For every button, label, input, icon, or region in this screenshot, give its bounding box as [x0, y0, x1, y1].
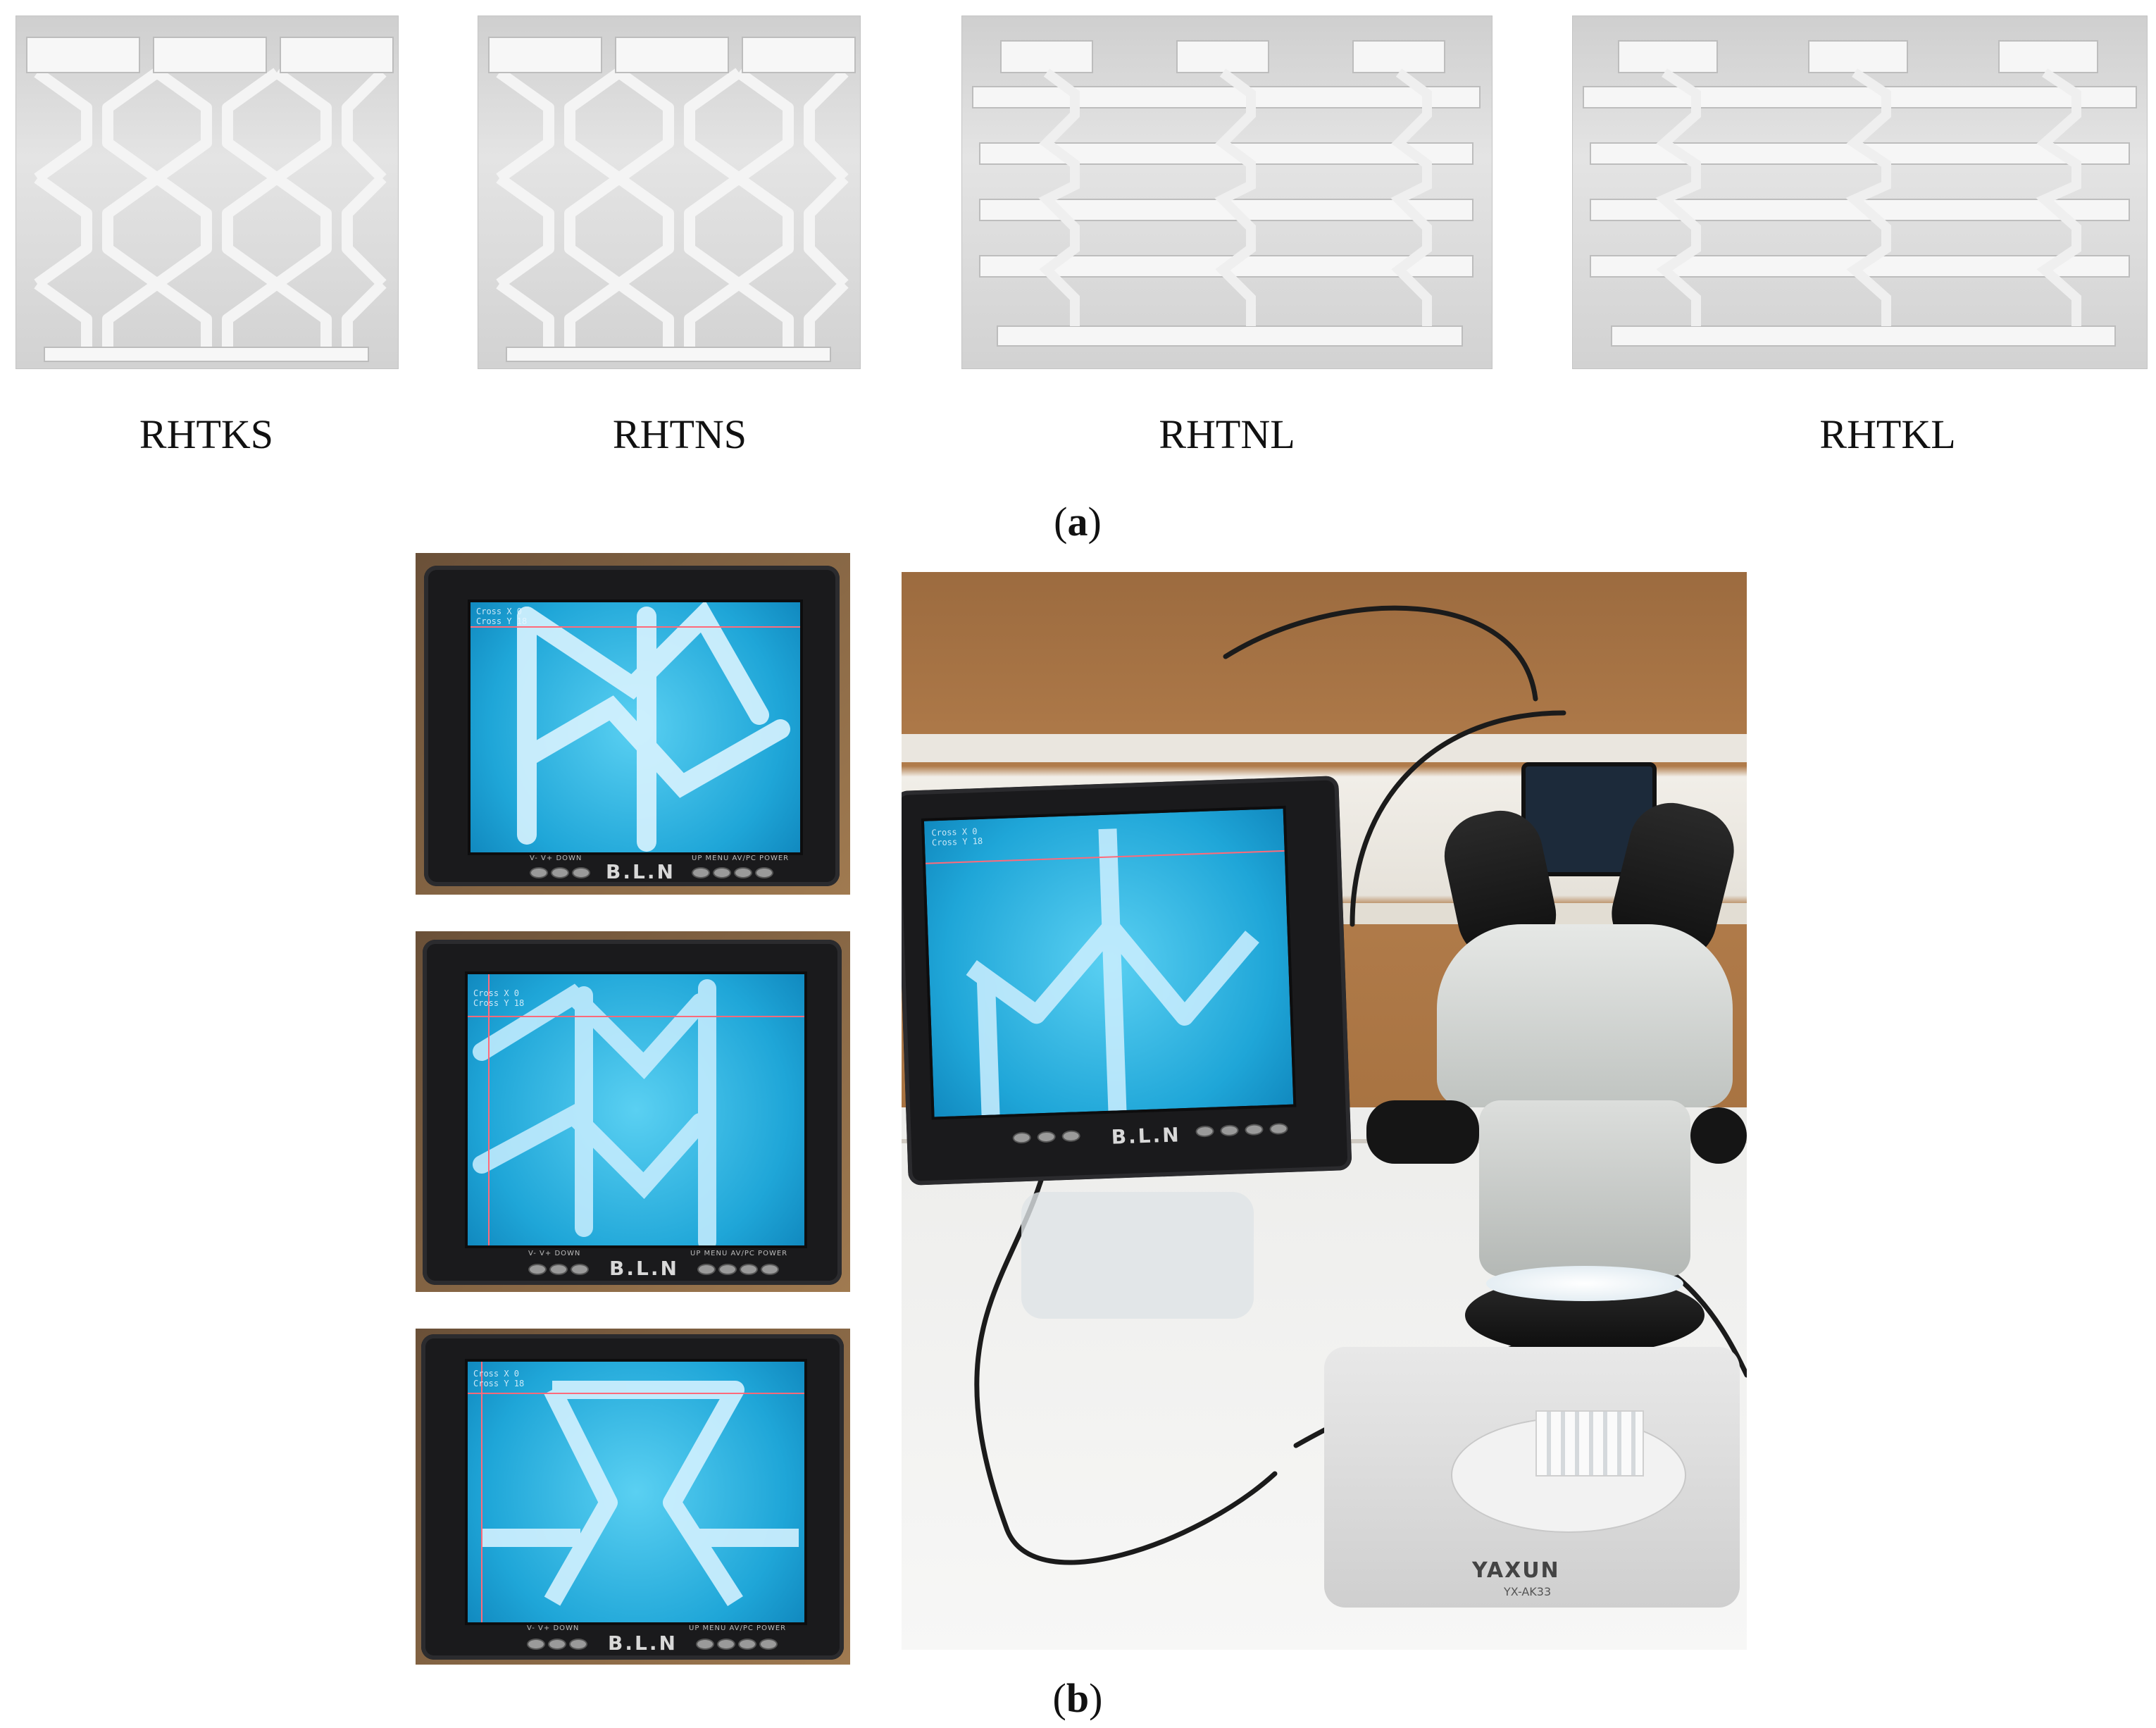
lattice-magnified-view: [925, 828, 1285, 1116]
microscope-body: [1479, 1100, 1690, 1276]
monitor-button: [734, 867, 752, 878]
microscope-head: [1437, 924, 1733, 1107]
sample-photo-rhtkl: [1572, 15, 2148, 369]
monitor-button: [569, 1639, 587, 1650]
screen-readout-2: Cross Y 18: [931, 835, 983, 848]
microscope-brand: YAXUN: [1472, 1558, 1560, 1583]
monitor-button: [761, 1264, 779, 1275]
monitor-controls-left: V- V+ DOWN: [527, 1624, 580, 1632]
microscope-base: YAXUN YX-AK33: [1324, 1347, 1740, 1608]
focus-knob: [1366, 1100, 1479, 1164]
monitor-button: [697, 1264, 716, 1275]
panel-a-caption: (a): [1054, 499, 1102, 545]
monitor-button: [738, 1639, 756, 1650]
monitor-button: [572, 867, 590, 878]
sample-label-rhtkl: RHTKL: [1819, 411, 1956, 457]
monitor-button: [549, 1264, 568, 1275]
monitor-screen: Cross X 0 Cross Y 18: [465, 971, 807, 1248]
sample-label-rhtns: RHTNS: [612, 411, 747, 457]
lattice-illustration: [488, 37, 856, 362]
monitor-controls-left: V- V+ DOWN: [530, 854, 582, 862]
side-monitor: Cross X 0 Cross Y 18 B.L.N: [902, 776, 1352, 1186]
monitor-button: [1061, 1130, 1080, 1143]
monitor-button: [713, 867, 731, 878]
monitor-controls-right: UP MENU AV/PC POWER: [689, 1624, 787, 1632]
lattice-illustration: [1583, 40, 2137, 347]
monitor-frame: Cross X 0 Cross Y 18 V- V+ DOWN B.L.N UP…: [423, 940, 842, 1285]
monitor-photo-1: Cross X 0 Cross Y 18 V- V+ DOWN B.L.N UP…: [416, 553, 850, 895]
lattice-magnified-view: [468, 974, 804, 1245]
monitor-button: [548, 1639, 566, 1650]
monitor-button: [571, 1264, 589, 1275]
sample-on-stage: [1535, 1410, 1644, 1477]
ring-light: [1486, 1266, 1683, 1301]
monitor-button: [527, 1639, 545, 1650]
sample-label-rhtnl: RHTNL: [1159, 411, 1295, 457]
monitor-button: [1012, 1131, 1031, 1144]
lattice-magnified-view: [471, 602, 800, 852]
monitor-button: [1220, 1124, 1239, 1137]
screen-readout-1: Cross X 0: [473, 988, 520, 998]
screen-readout-1: Cross X 0: [476, 607, 523, 616]
focus-knob: [1690, 1107, 1747, 1164]
screen-readout-1: Cross X 0: [473, 1369, 520, 1379]
monitor-button: [755, 867, 773, 878]
monitor-button: [551, 867, 569, 878]
monitor-button: [717, 1639, 735, 1650]
monitor-button: [1195, 1125, 1214, 1138]
microscope-setup-photo: Cross X 0 Cross Y 18 B.L.N YAXUN YX-AK3: [902, 572, 1747, 1650]
sample-photo-rhtks: [15, 15, 399, 369]
monitor-button: [1269, 1122, 1288, 1135]
monitor-frame: Cross X 0 Cross Y 18 V- V+ DOWN B.L.N UP…: [424, 566, 840, 886]
shelf: [902, 734, 1747, 762]
monitor-photo-2: Cross X 0 Cross Y 18 V- V+ DOWN B.L.N UP…: [416, 931, 850, 1292]
monitor-controls-right: UP MENU AV/PC POWER: [692, 854, 790, 862]
monitor-button: [528, 1264, 547, 1275]
panel-b-caption: (b): [1052, 1675, 1103, 1721]
screen-readout-2: Cross Y 18: [473, 998, 525, 1008]
lattice-illustration: [972, 40, 1481, 347]
sample-label-rhtks: RHTKS: [139, 411, 274, 457]
monitor-screen: Cross X 0 Cross Y 18: [468, 599, 803, 855]
monitor-button: [759, 1639, 778, 1650]
sample-photo-rhtns: [478, 15, 861, 369]
monitor-button: [718, 1264, 737, 1275]
monitor-button: [740, 1264, 758, 1275]
monitor-button: [530, 867, 548, 878]
monitor-button: [1245, 1124, 1264, 1136]
monitor-photo-3: Cross X 0 Cross Y 18 V- V+ DOWN B.L.N UP…: [416, 1329, 850, 1665]
monitor-controls-right: UP MENU AV/PC POWER: [690, 1250, 788, 1257]
monitor-button: [692, 867, 710, 878]
screen-readout-2: Cross Y 18: [473, 1379, 525, 1388]
monitor-brand: B.L.N: [606, 860, 675, 883]
monitor-frame: Cross X 0 Cross Y 18 V- V+ DOWN B.L.N UP…: [421, 1334, 844, 1660]
monitor-button: [1037, 1131, 1056, 1143]
sample-photo-rhtnl: [961, 15, 1493, 369]
lattice-illustration: [26, 37, 394, 362]
monitor-brand: B.L.N: [609, 1257, 679, 1280]
lattice-magnified-view: [468, 1362, 804, 1622]
monitor-controls-left: V- V+ DOWN: [528, 1250, 581, 1257]
monitor-brand: B.L.N: [1111, 1123, 1182, 1149]
monitor-screen: Cross X 0 Cross Y 18: [465, 1359, 807, 1625]
monitor-button: [696, 1639, 714, 1650]
screen-readout-2: Cross Y 18: [476, 616, 528, 626]
side-monitor-screen: Cross X 0 Cross Y 18: [921, 805, 1297, 1120]
monitor-brand: B.L.N: [608, 1631, 678, 1655]
microscope-model: YX-AK33: [1504, 1585, 1552, 1598]
